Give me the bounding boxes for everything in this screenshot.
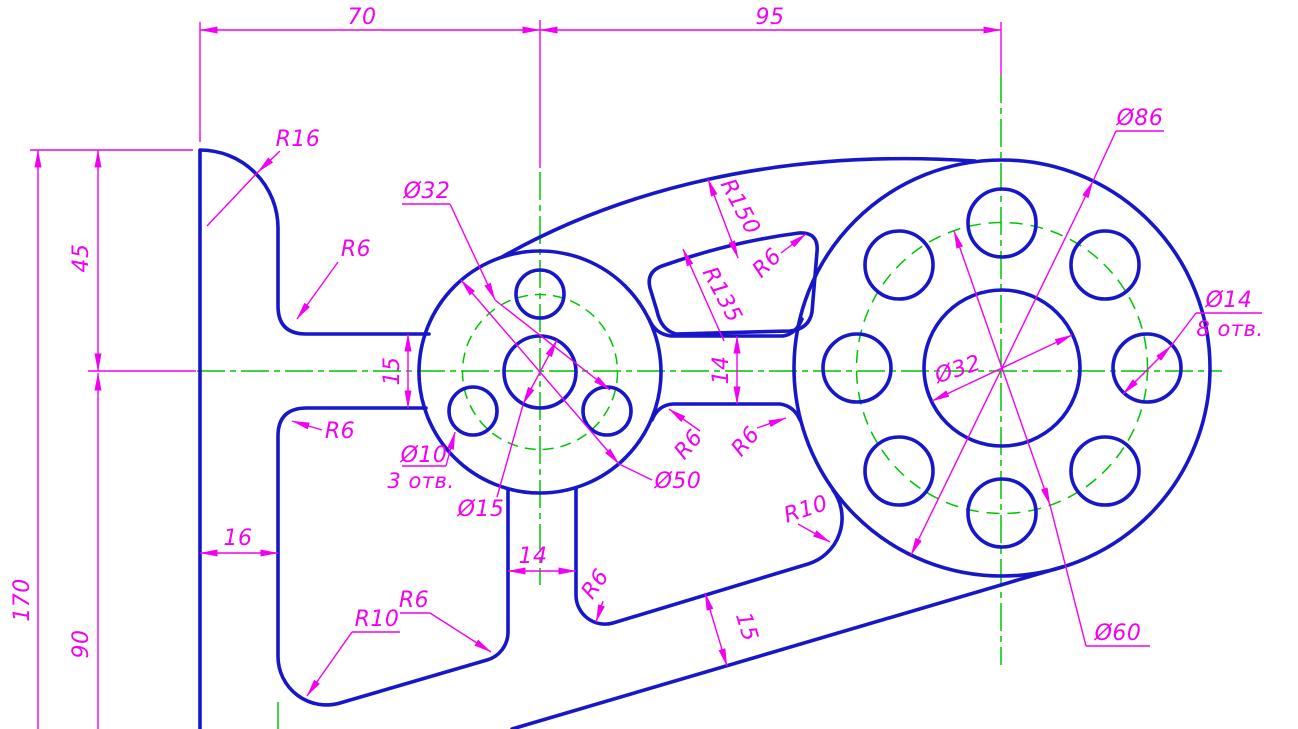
r135-label: R135 [697, 263, 747, 327]
r6-cutout-label: R6 [399, 588, 429, 613]
dim-45-label: 45 [69, 244, 94, 273]
radius-r6-upper: R6 [296, 237, 371, 320]
dim-90-label: 90 [69, 630, 94, 659]
dia50-label: Ø50 [654, 469, 702, 494]
diameter-86: Ø86 [910, 106, 1164, 556]
r16-label: R16 [276, 127, 321, 152]
dim-70-label: 70 [348, 5, 377, 30]
radius-r10-big: R10 [781, 491, 831, 543]
dia15-label: Ø15 [457, 497, 505, 522]
big-hole-180 [821, 332, 893, 404]
dim-15-bottom-label: 15 [730, 610, 762, 645]
big-hole-0 [1111, 332, 1183, 404]
dimension-95: 95 [539, 5, 1002, 34]
radius-r6-right-arm-left: R6 [668, 408, 709, 464]
r150-label: R150 [715, 175, 765, 239]
dim-14-legs-label: 14 [519, 544, 548, 569]
r6-lower-label: R6 [325, 419, 355, 444]
radius-r6-right-arm-right: R6 [727, 417, 787, 461]
dimension-15-bottom-arm: 15 [704, 592, 762, 667]
r10-big-label: R10 [781, 491, 831, 529]
diameter-50: Ø50 [460, 279, 702, 494]
dimension-70: 70 [199, 5, 541, 34]
extension-lines [30, 20, 1002, 372]
big-hole-270 [966, 477, 1038, 549]
dimension-45: 45 [69, 149, 102, 372]
dia60-label: Ø60 [1094, 621, 1142, 646]
dia10-label: Ø10 [400, 443, 448, 468]
radius-r6-lower: R6 [291, 419, 355, 444]
right-arm-bottom-edge [650, 402, 802, 422]
radius-r6-cutout: R6 [399, 588, 492, 653]
diameter-10-note: Ø10 3 отв. [387, 431, 456, 493]
right-leg-and-lower-arm-top-edge [574, 487, 844, 626]
r6-rarm-right-label: R6 [727, 422, 766, 461]
dia32-big-label: Ø32 [931, 351, 984, 390]
big-outer-circle [792, 158, 1212, 578]
big-hole-90 [966, 187, 1038, 259]
center-lines [197, 75, 1222, 729]
r6-upper-label: R6 [341, 237, 371, 262]
radius-r135: R135 [682, 248, 747, 342]
dim-170-label: 170 [10, 578, 35, 622]
dim-14-arm-label: 14 [709, 356, 734, 385]
dia86-label: Ø86 [1116, 106, 1164, 131]
note-8-holes: 8 отв. [1196, 317, 1263, 341]
diameter-14-note: Ø14 8 отв. [1122, 288, 1263, 395]
dimension-14-arm: 14 [709, 335, 741, 405]
r6-slot-label: R6 [748, 244, 787, 283]
r6-rarm-left-label: R6 [670, 425, 709, 464]
dim-15-arm-label: 15 [380, 357, 405, 386]
hub-outer-circle [417, 249, 663, 495]
dia32-hub-label: Ø32 [403, 179, 451, 204]
r6-leg-label: R6 [577, 565, 615, 604]
radius-r16: R16 [206, 127, 321, 227]
dimension-15-arm: 15 [380, 333, 412, 409]
dimension-14-legs: 14 [507, 544, 577, 575]
dim-95-label: 95 [756, 5, 785, 30]
r10-cutout-label: R10 [355, 607, 400, 632]
dim-16-label: 16 [224, 526, 253, 551]
dia14-label: Ø14 [1205, 288, 1253, 313]
note-3-holes: 3 отв. [387, 469, 454, 493]
left-plate-and-arm-top-edge [198, 148, 431, 729]
arm-bottom-cutout-and-left-leg [276, 406, 510, 707]
dimension-170: 170 [10, 149, 42, 729]
lower-arm-bottom-edge [510, 565, 1064, 729]
dimension-16: 16 [199, 526, 279, 557]
radius-r10-cutout: R10 [306, 607, 400, 697]
dimension-90: 90 [69, 372, 102, 729]
